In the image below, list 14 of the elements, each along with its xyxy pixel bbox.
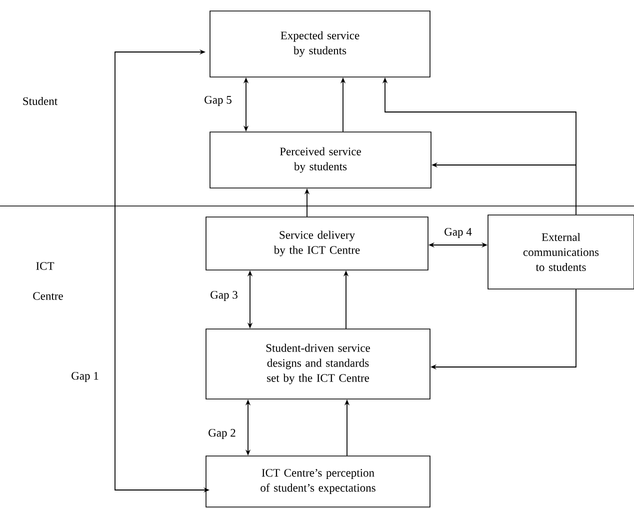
gap-label: Gap 1 (72, 372, 98, 382)
gap-label: Gap 3 (210, 290, 238, 302)
section-label: Student (23, 96, 58, 106)
process-box: Perceived service by students (210, 132, 432, 188)
process-box: ICT Centre’s perception of student’s expectations (206, 456, 430, 508)
process-box: Service delivery by the ICT Centre (206, 216, 428, 270)
gap-label: Gap 4 (444, 228, 472, 238)
process-box: Expected service by students (210, 10, 430, 78)
section-label: ICT (36, 262, 54, 270)
section-label: Centre (33, 292, 63, 300)
process-box: Student-driven service designs and standards set by the ICT Centre (206, 328, 430, 400)
gap-label: Gap 2 (208, 428, 236, 440)
gap-label: Gap 5 (204, 96, 232, 106)
process-box: External communications to students (488, 214, 634, 290)
